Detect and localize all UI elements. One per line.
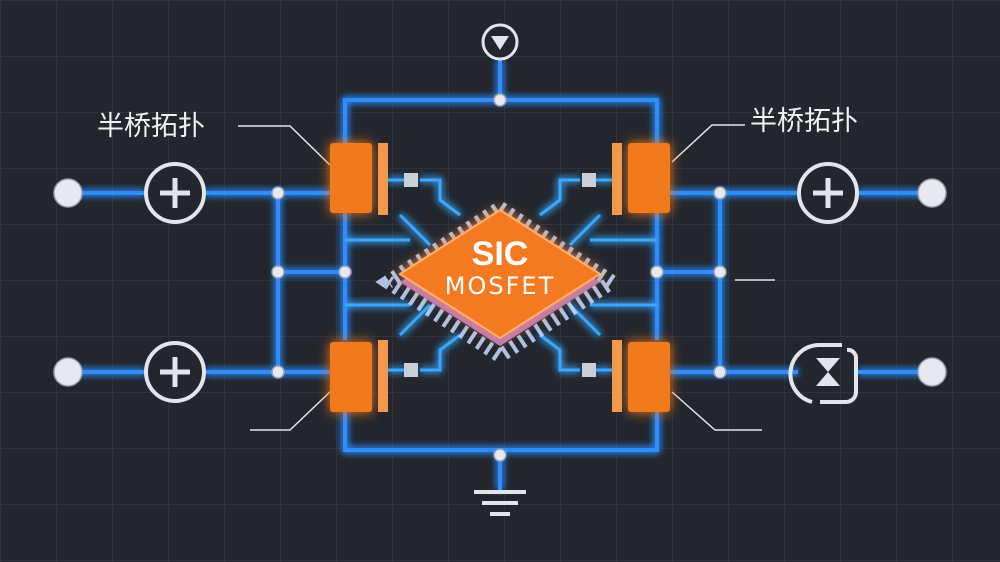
mosfet-top-right xyxy=(582,143,670,215)
down-triangle-icon xyxy=(481,23,519,61)
mosfet-bottom-left xyxy=(330,340,418,412)
chip-label-mosfet: MOSFET xyxy=(445,272,555,300)
plus-icon xyxy=(797,162,859,224)
plus-icon xyxy=(144,162,206,224)
terminal-nodes xyxy=(53,178,947,387)
ground-icon xyxy=(474,490,526,516)
sic-mosfet-chip: SIC MOSFET xyxy=(375,199,625,365)
mosfet-top-left xyxy=(330,143,418,215)
mosfet-bottom-right xyxy=(582,340,670,412)
chip-label-sic: SIC xyxy=(472,235,529,273)
junction-nodes xyxy=(271,93,727,462)
hourglass-icon xyxy=(788,343,859,404)
right-topology-label: 半桥拓扑 xyxy=(750,106,858,137)
leader-lines xyxy=(238,124,775,431)
plus-icon xyxy=(144,341,206,403)
left-topology-label: 半桥拓扑 xyxy=(97,111,205,142)
